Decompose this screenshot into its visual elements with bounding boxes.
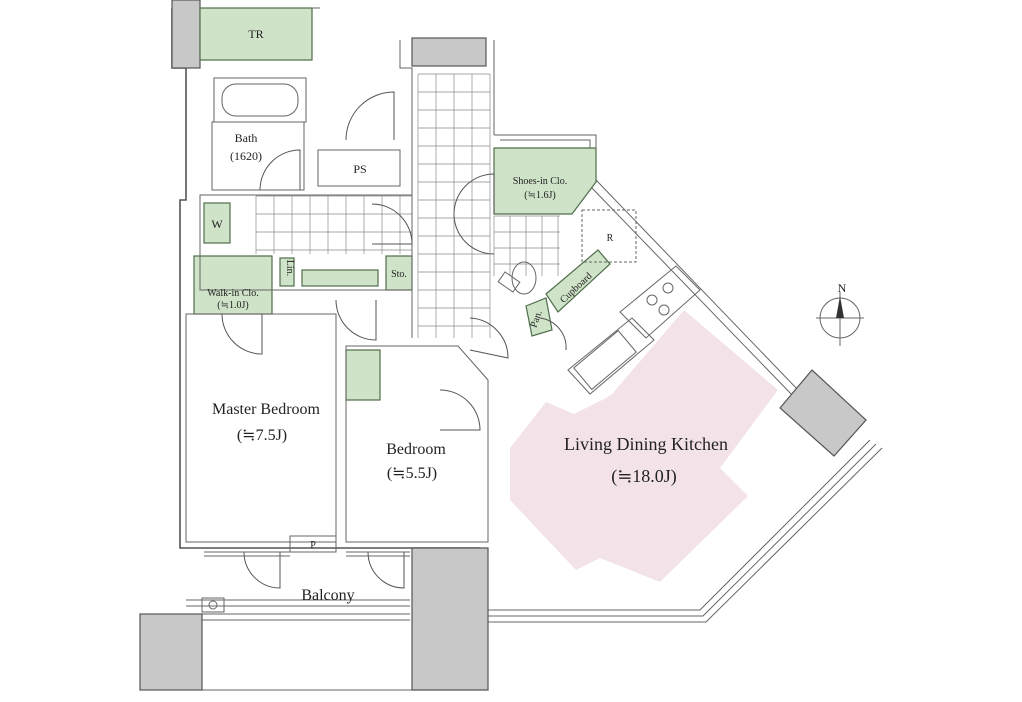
tiled-floor [255, 73, 560, 338]
interior-walls [185, 121, 864, 553]
bathtub [213, 77, 307, 123]
toilet [497, 261, 537, 295]
label-ldk-size: (≒18.0J) [611, 466, 677, 487]
label-walkin-size: (≒1.0J) [217, 300, 248, 311]
cupboard [545, 249, 611, 313]
label-bath-size: (1620) [230, 149, 262, 163]
label-tr: TR [248, 27, 263, 41]
windows [204, 551, 410, 557]
label-linen: Lin. [284, 260, 295, 276]
label-storage: Sto. [391, 269, 407, 280]
kitchen [573, 282, 674, 391]
label-bedroom-size: (≒5.5J) [387, 465, 437, 482]
label-balcony: Balcony [301, 587, 354, 604]
label-master-size: (≒7.5J) [237, 427, 287, 444]
label-master-bedroom: Master Bedroom [212, 401, 321, 418]
label-washer: W [211, 217, 223, 231]
storage-areas [193, 7, 611, 401]
walkin-closet [193, 255, 273, 315]
label-ps: PS [353, 162, 366, 176]
label-shoes-size: (≒1.6J) [524, 190, 555, 201]
ldk-floor [510, 310, 778, 582]
doors [221, 91, 567, 589]
compass-north-label: N [838, 281, 847, 295]
label-walkin: Walk-in Clo. [207, 288, 258, 299]
label-bedroom: Bedroom [386, 441, 446, 458]
structural-columns [139, 0, 867, 691]
label-pipe: P [310, 540, 316, 551]
outer-walls [140, 7, 883, 691]
tr-room [199, 7, 313, 61]
linen-closet [279, 257, 295, 287]
pantry [525, 297, 553, 337]
label-refrigerator: R [607, 233, 614, 244]
washer-area [203, 202, 231, 244]
label-shoes: Shoes-in Clo. [513, 176, 567, 187]
label-ldk: Living Dining Kitchen [564, 434, 728, 454]
outdoor-unit [201, 597, 225, 613]
label-bath: Bath [235, 131, 258, 145]
